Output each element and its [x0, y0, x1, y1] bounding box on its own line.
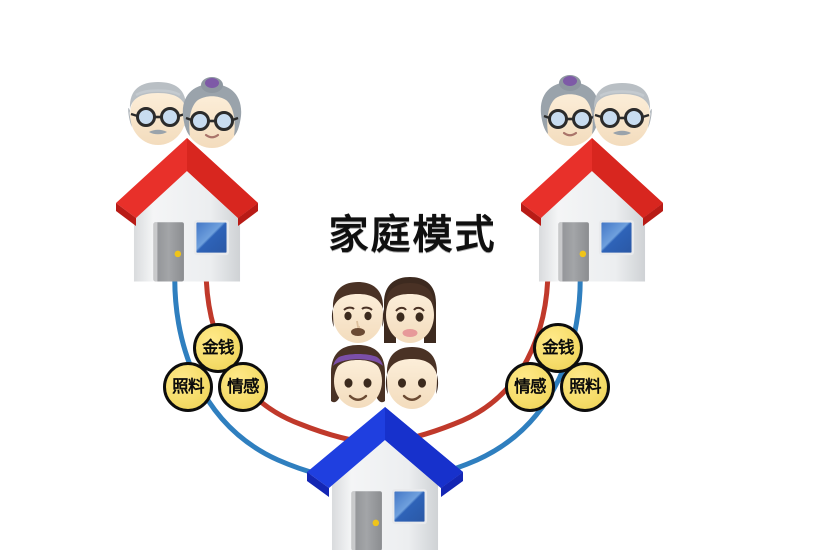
badge-left-emotion[interactable]: 情感: [218, 362, 268, 412]
woman-face-icon: [383, 276, 437, 344]
older-woman-face-icon: [539, 73, 601, 148]
badge-left-care[interactable]: 照料: [163, 362, 213, 412]
roof-red-right: [521, 138, 663, 226]
house-grandparents-left[interactable]: [116, 75, 258, 283]
house-nuclear-family-center[interactable]: [307, 276, 463, 550]
badge-right-care[interactable]: 照料: [560, 362, 610, 412]
page-title: 家庭模式: [328, 212, 497, 258]
roof-blue-center: [307, 407, 463, 497]
older-woman-face-icon: [181, 75, 243, 150]
boy-face-icon: [384, 345, 440, 411]
older-man-face-icon: [590, 81, 654, 148]
man-face-icon: [330, 281, 386, 344]
roof-red-left: [116, 138, 258, 226]
house-grandparents-right[interactable]: [521, 73, 663, 283]
older-man-face-icon: [126, 80, 190, 147]
girl-face-icon: [329, 343, 387, 410]
badge-right-emotion[interactable]: 情感: [505, 362, 555, 412]
